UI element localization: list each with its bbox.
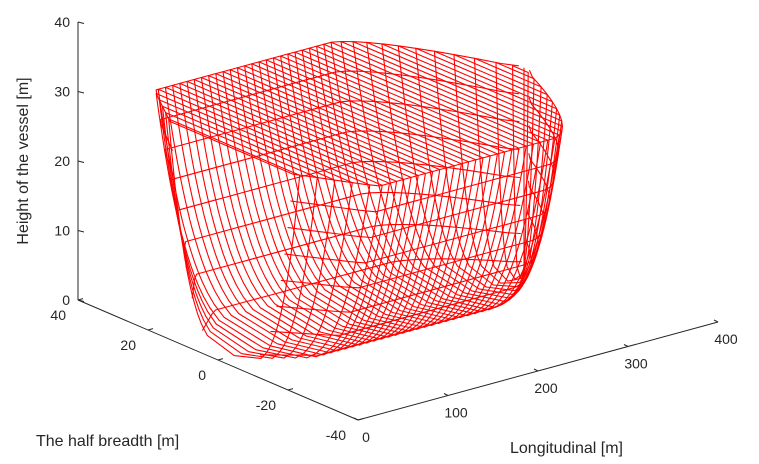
y-tick-label: 40 xyxy=(50,307,66,323)
hull-waterline xyxy=(159,70,520,151)
hull-station-line xyxy=(179,82,405,352)
hull-waterline xyxy=(184,191,521,268)
hull-waterline xyxy=(290,97,560,213)
hull-station-line xyxy=(323,43,549,313)
hull-station-line xyxy=(208,75,434,344)
y-tick-label: -20 xyxy=(256,397,276,413)
hull-station-line xyxy=(330,41,556,311)
hull-station-line xyxy=(265,59,491,328)
x-axis-label: Longitudinal [m] xyxy=(510,440,623,457)
hull-waterline xyxy=(164,100,520,180)
hull-deck-edge xyxy=(169,120,294,175)
hull-station-line xyxy=(244,65,470,334)
hull-station-line xyxy=(512,65,529,279)
hull-station-line xyxy=(473,57,542,282)
x-tick-mark xyxy=(353,417,359,421)
z-tick-label: 10 xyxy=(54,223,70,239)
hull-waterline xyxy=(280,180,546,289)
x-tick-mark xyxy=(533,368,539,372)
y-tick-mark xyxy=(287,388,294,391)
y-tick-label: 20 xyxy=(120,337,136,353)
x-tick-label: 300 xyxy=(624,356,648,372)
hull-station-line xyxy=(164,86,390,356)
x-tick-mark xyxy=(443,393,449,396)
hull-station-line xyxy=(215,73,441,342)
hull-waterline xyxy=(191,223,521,299)
z-axis-label: Height of the vessel [m] xyxy=(15,77,32,244)
z-tick-mark xyxy=(77,299,85,302)
y-axis-label: The half breadth [m] xyxy=(36,433,179,450)
hull-waterline xyxy=(284,153,551,264)
z-tick-label: 20 xyxy=(54,153,70,169)
y-tick-mark xyxy=(77,298,84,301)
hull-waterline xyxy=(259,263,528,356)
hull-station-line xyxy=(272,57,498,327)
y-tick-label: 0 xyxy=(198,367,206,383)
z-tick-label: 0 xyxy=(62,292,70,308)
y-tick-mark xyxy=(147,328,154,331)
x-tick-label: 400 xyxy=(714,331,738,347)
z-tick-mark xyxy=(77,230,85,233)
hull-waterline xyxy=(292,70,563,187)
z-tick-mark xyxy=(77,160,85,163)
hull-waterline xyxy=(287,125,555,239)
hull-station-line xyxy=(433,50,553,288)
y-tick-mark xyxy=(357,418,364,421)
hull-waterline xyxy=(202,258,522,331)
hull-station-line xyxy=(172,84,398,354)
hull-station-line xyxy=(200,76,426,346)
hull-station-line xyxy=(316,45,542,315)
x-tick-mark xyxy=(713,319,719,323)
z-tick-mark xyxy=(77,21,85,24)
hull-waterline xyxy=(170,130,520,209)
x-tick-label: 200 xyxy=(534,380,558,396)
hull-station-line xyxy=(453,54,548,284)
x-tick-mark xyxy=(623,344,629,347)
x-tick-label: 100 xyxy=(444,405,468,421)
hull-station-line xyxy=(308,47,534,317)
hull-waterline xyxy=(155,40,519,122)
axes-box xyxy=(77,22,719,421)
hull-waterline xyxy=(276,208,539,313)
hull-station-line xyxy=(229,69,455,338)
hull-wireframe xyxy=(155,40,563,359)
tick-marks xyxy=(77,21,719,421)
hull-waterline xyxy=(270,235,532,336)
hull-station-line xyxy=(222,71,448,340)
z-tick-label: 30 xyxy=(54,84,70,100)
hull-station-line xyxy=(186,80,412,350)
hull-station-line xyxy=(301,49,527,319)
hull-station-line xyxy=(258,61,484,330)
z-tick-mark xyxy=(77,91,85,94)
hull-waterline xyxy=(176,160,521,239)
y-tick-mark xyxy=(217,358,224,361)
y-tick-label: -40 xyxy=(326,427,346,443)
hull-station-line xyxy=(280,55,506,325)
hull-station-line xyxy=(236,67,462,336)
hull-station-line xyxy=(193,78,419,348)
hull-station-line xyxy=(157,88,383,358)
x-tick-label: 0 xyxy=(362,429,370,445)
z-tick-label: 40 xyxy=(54,14,70,30)
hull-station-line xyxy=(155,92,371,359)
